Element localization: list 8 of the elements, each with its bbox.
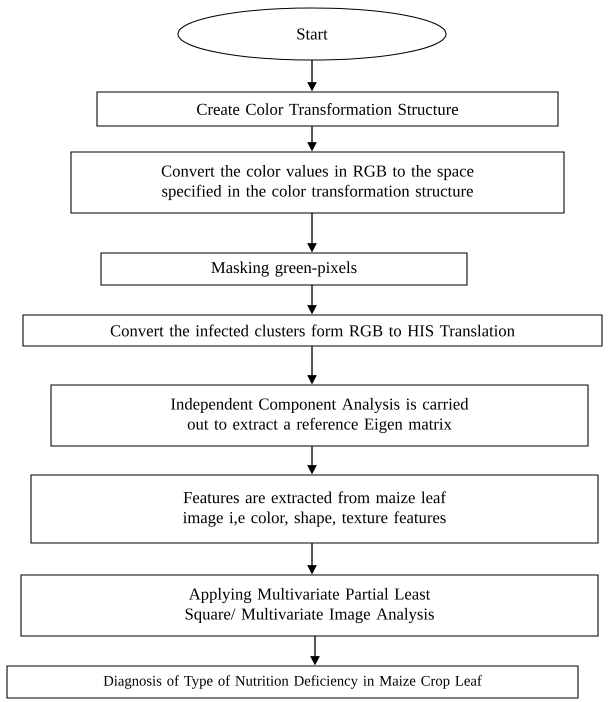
process-box: Applying Multivariate Partial Least Square/ Multivariate Image Analysis: [20, 574, 599, 637]
process-box: Convert the infected clusters form RGB to HIS Translation: [22, 314, 603, 347]
process-box: Create Color Transformation Structure: [96, 91, 559, 127]
process-box: Independent Component Analysis is carried out to extract a reference Eigen matrix: [50, 384, 589, 447]
process-box: Features are extracted from maize leaf image i,e color, shape, texture features: [30, 474, 599, 544]
process-box: Convert the color values in RGB to the space specified in the color transformation structure: [70, 151, 565, 214]
process-box: Masking green-pixels: [100, 252, 468, 286]
process-box: Diagnosis of Type of Nutrition Deficiency in Maize Crop Leaf: [6, 665, 579, 699]
